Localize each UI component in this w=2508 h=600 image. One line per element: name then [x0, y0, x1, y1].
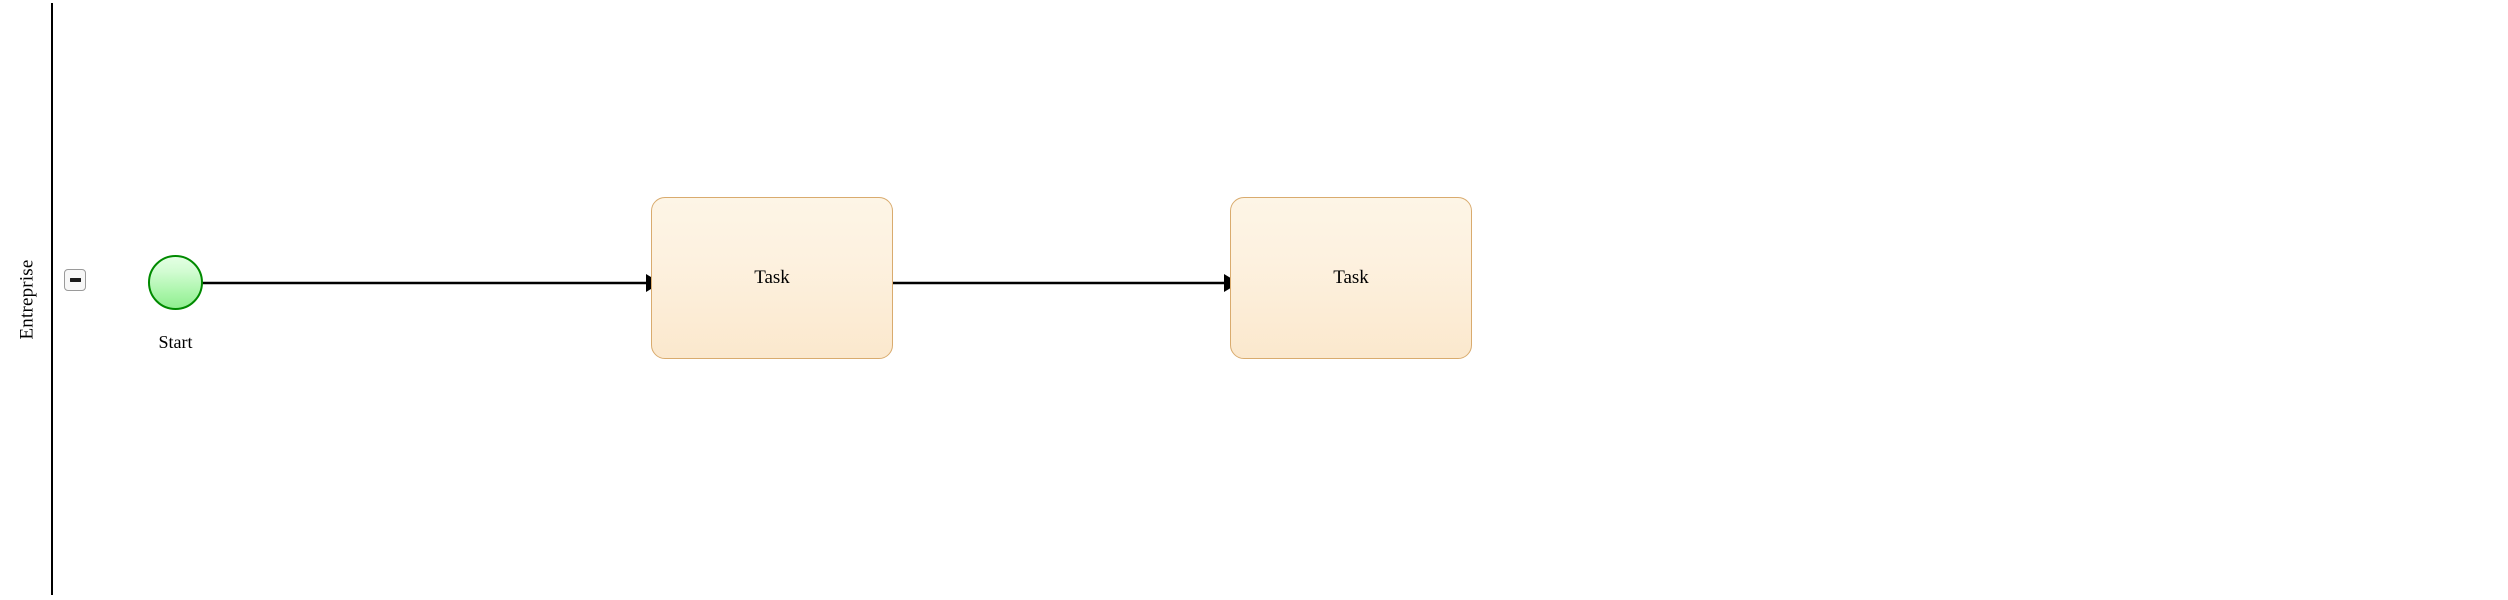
lane-collapse-toggle[interactable]: [64, 269, 86, 291]
task-label: Task: [1333, 267, 1369, 288]
minus-icon: [69, 278, 81, 282]
task-label: Task: [754, 267, 790, 288]
sequence-flow-task-1-to-task-2[interactable]: [886, 269, 1239, 297]
sequence-flow-start-to-task-1[interactable]: [200, 269, 661, 297]
lane-label: Entreprise: [16, 258, 38, 340]
lane-header[interactable]: Entreprise: [3, 3, 53, 595]
start-event-node[interactable]: [148, 255, 203, 310]
task-node-2[interactable]: Task: [1230, 197, 1472, 359]
start-event-label: Start: [158, 332, 193, 352]
task-node-1[interactable]: Task: [651, 197, 893, 359]
